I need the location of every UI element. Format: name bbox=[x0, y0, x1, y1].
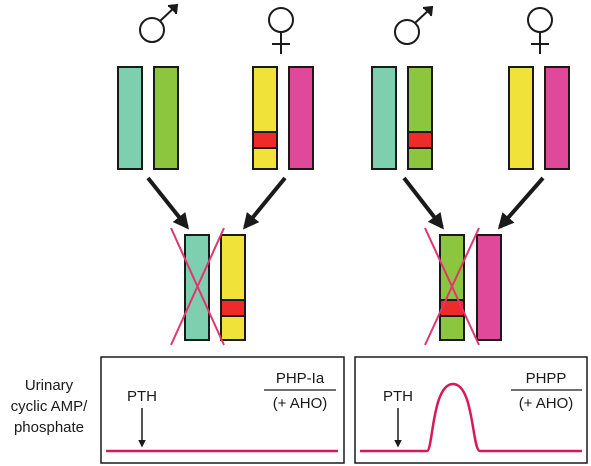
y-label-line1: Urinary bbox=[25, 377, 74, 394]
father-mutation-band bbox=[407, 131, 433, 149]
child-maternal-chromosome bbox=[220, 234, 246, 341]
stimulus-label: PTH bbox=[383, 388, 413, 405]
silenced-cross bbox=[424, 227, 480, 346]
female-symbol-icon bbox=[527, 7, 553, 54]
y-label-line2: cyclic AMP/ bbox=[11, 398, 89, 415]
right-response-panel: PHPP (+ AHO) PTH bbox=[354, 356, 588, 464]
mother-mutation-band bbox=[252, 131, 278, 149]
mother-to-child-arrow bbox=[497, 176, 545, 230]
panel-frame bbox=[100, 356, 345, 464]
phenotype-label: (+ AHO) bbox=[273, 395, 328, 412]
father-chromosome-1 bbox=[371, 66, 397, 170]
mother-chromosome-2 bbox=[288, 66, 314, 170]
left-family bbox=[117, 3, 314, 346]
male-symbol-icon bbox=[394, 5, 434, 45]
phenotype-label: (+ AHO) bbox=[519, 395, 574, 412]
right-family bbox=[371, 5, 570, 346]
y-axis-label: Urinary cyclic AMP/ phosphate bbox=[11, 377, 89, 436]
response-curve bbox=[360, 382, 582, 453]
father-to-child-arrow bbox=[146, 176, 189, 230]
father-chromosome-1 bbox=[117, 66, 143, 170]
child-maternal-chromosome bbox=[476, 234, 502, 341]
father-to-child-arrow bbox=[402, 176, 444, 230]
father-chromosome-2 bbox=[407, 66, 433, 170]
mother-chromosome-1 bbox=[252, 66, 278, 170]
condition-label: PHP-Ia bbox=[276, 370, 325, 387]
mother-to-child-arrow bbox=[242, 176, 287, 230]
y-label-line3: phosphate bbox=[14, 419, 84, 436]
panel-frame bbox=[354, 356, 588, 464]
male-symbol-icon bbox=[139, 3, 179, 43]
mother-chromosome-2 bbox=[544, 66, 570, 170]
condition-label: PHPP bbox=[526, 370, 567, 387]
stimulus-label: PTH bbox=[127, 388, 157, 405]
child-mutation-band bbox=[220, 299, 246, 317]
mother-chromosome-1 bbox=[508, 66, 534, 170]
female-symbol-icon bbox=[268, 7, 294, 54]
child-mutation-band bbox=[439, 299, 465, 317]
left-response-panel: PHP-Ia (+ AHO) PTH bbox=[100, 356, 345, 464]
silenced-cross bbox=[170, 227, 225, 346]
father-chromosome-2 bbox=[153, 66, 179, 170]
